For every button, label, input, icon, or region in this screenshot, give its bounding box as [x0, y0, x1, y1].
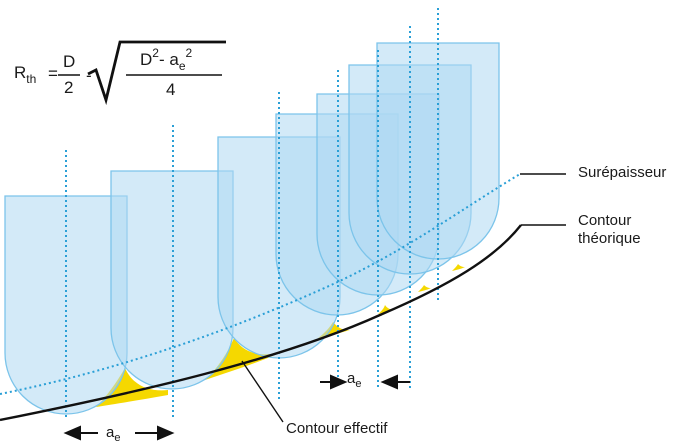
formula-inner-numerator: D2- ae2	[140, 46, 192, 73]
label-surepaisseur: Surépaisseur	[578, 164, 667, 181]
tool-axes	[65, 8, 439, 418]
dim-label-ae-mid: ae	[347, 370, 362, 390]
formula-frac2-denominator: 4	[166, 80, 176, 99]
radical-sign	[87, 40, 226, 106]
label-contour-theorique-line2: théorique	[578, 230, 641, 247]
formula-inner-minus-a: - a	[158, 50, 179, 69]
leader-lines	[241, 173, 566, 423]
theoretical-contour	[0, 224, 522, 422]
tool-pass-7	[376, 42, 500, 260]
dim-label-ae-bottom: ae	[106, 424, 121, 444]
formula-inner-exp2: 2	[185, 46, 193, 60]
label-contour-effectif: Contour effectif	[286, 420, 388, 437]
leader-contour-effectif	[241, 360, 284, 423]
formula-frac1-numerator: D	[63, 52, 76, 71]
formula-inner-a-subscript: e	[178, 59, 186, 73]
scallop-1	[96, 368, 168, 407]
formula-lhs: Rth	[14, 63, 37, 86]
formula-R-subscript: th	[26, 72, 37, 86]
formula-inner-D: D	[140, 50, 153, 69]
scallop-6	[452, 264, 465, 271]
label-contour-theorique-line1: Contour	[578, 212, 632, 229]
dim-ae-bottom-sub: e	[114, 432, 121, 444]
formula-frac1-denominator: 2	[64, 78, 74, 97]
dimension-arrows	[63, 374, 410, 441]
formula-graphics	[58, 40, 226, 106]
formula-R: R	[14, 63, 27, 82]
formula-inner-exp1: 2	[152, 46, 159, 60]
formula-equals: =	[48, 64, 58, 83]
scallop-4	[378, 305, 393, 314]
dim-ae-bottom-main: a	[106, 424, 115, 441]
scallop-5	[418, 285, 431, 292]
tool-passes	[4, 42, 500, 415]
dim-ae-mid-main: a	[347, 370, 356, 387]
formula-minus: -	[86, 66, 92, 85]
dim-ae-mid-sub: e	[355, 378, 362, 390]
